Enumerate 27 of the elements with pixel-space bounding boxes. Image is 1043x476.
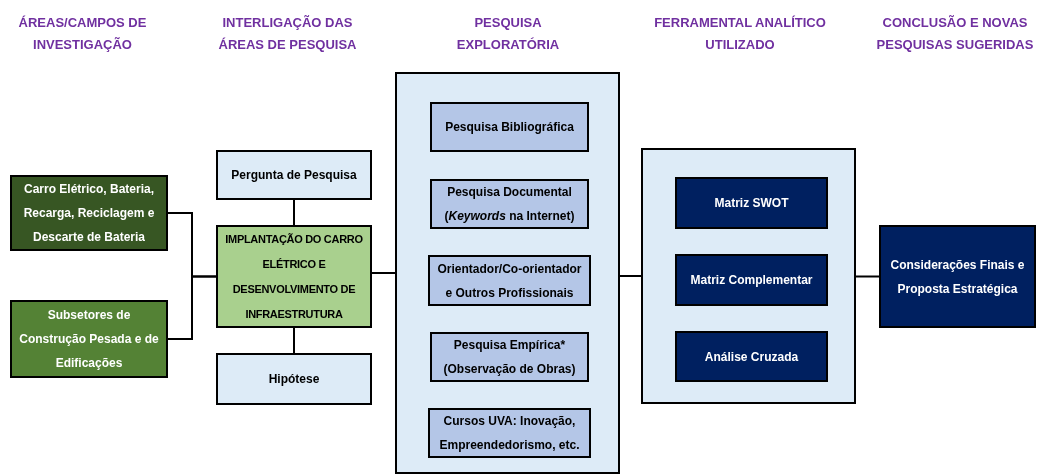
- tool-box: Matriz Complementar: [675, 254, 828, 306]
- column-heading: FERRAMENTAL ANALÍTICO UTILIZADO: [653, 14, 827, 54]
- hypothesis-box: Hipótese: [216, 353, 372, 405]
- connector-line: [371, 272, 396, 274]
- method-box: Cursos UVA: Inovação, Empreendedorismo, etc.: [428, 408, 591, 458]
- topic-box: Subsetores de Construção Pesada e de Edificações: [10, 300, 168, 378]
- tool-box: Análise Cruzada: [675, 331, 828, 382]
- topic-box: Carro Elétrico, Bateria, Recarga, Reciclagem e Descarte de Bateria: [10, 175, 168, 251]
- tool-box: Matriz SWOT: [675, 177, 828, 229]
- column-heading: ÁREAS/CAMPOS DE INVESTIGAÇÃO: [17, 14, 148, 54]
- connector-line: [293, 327, 295, 354]
- conclusion-box: Considerações Finais e Proposta Estratégica: [879, 225, 1036, 328]
- group-container: [395, 72, 620, 474]
- method-box: Orientador/Co-orientador e Outros Profissionais: [428, 255, 591, 306]
- connector-line: [293, 199, 295, 226]
- method-box: Pesquisa Documental (Keywords na Internet): [430, 179, 589, 229]
- column-heading: INTERLIGAÇÃO DAS ÁREAS DE PESQUISA: [217, 14, 358, 54]
- column-heading: PESQUISA EXPLORATÓRIA: [455, 14, 561, 54]
- column-heading: CONCLUSÃO E NOVAS PESQUISAS SUGERIDAS: [875, 14, 1035, 54]
- connector-line: [855, 275, 880, 278]
- group-container: [641, 148, 856, 404]
- method-box: Pesquisa Bibliográfica: [430, 102, 589, 152]
- connector-line: [167, 275, 217, 340]
- central-topic-box: IMPLANTAÇÃO DO CARRO ELÉTRICO E DESENVOLVIMENTO DE INFRAESTRUTURA: [216, 225, 372, 328]
- question-box: Pergunta de Pesquisa: [216, 150, 372, 200]
- method-box: Pesquisa Empírica* (Observação de Obras): [430, 332, 589, 382]
- connector-line: [619, 275, 642, 277]
